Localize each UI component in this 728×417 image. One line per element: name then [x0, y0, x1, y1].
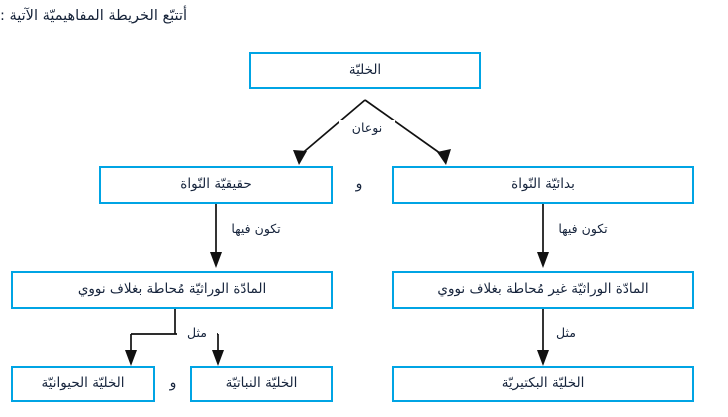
node-animal-cell[interactable]: الخليّة الحيوانيّة — [11, 366, 155, 402]
node-bacterial-cell[interactable]: الخليّة البكتيريّة — [392, 366, 694, 402]
node-genetic-material-not-enclosed-label: المادّة الوراثيّة غير مُحاطة بغلاف نووي — [437, 281, 649, 298]
edge-label-such-as-left: مثل — [177, 325, 217, 340]
edge-label-contains-left: تكون فيها — [222, 221, 290, 236]
node-cell-label: الخليّة — [348, 61, 382, 78]
node-prokaryote-label: بدائيّة النّواة — [511, 176, 575, 193]
edge-label-two-types: نوعان — [339, 120, 395, 135]
node-animal-cell-label: الخليّة الحيوانيّة — [41, 375, 125, 392]
node-plant-cell[interactable]: الخليّة النباتيّة — [190, 366, 333, 402]
edge-prokaryote-to-not-enclosed — [537, 204, 549, 268]
page-instruction-text: أتتبّع الخريطة المفاهيميّة الآتية : — [0, 8, 187, 24]
joiner-level2-and: و — [355, 176, 363, 192]
node-genetic-material-enclosed[interactable]: المادّة الوراثيّة مُحاطة بغلاف نووي — [11, 271, 333, 309]
node-eukaryote[interactable]: حقيقيّة النّواة — [99, 166, 333, 204]
node-genetic-material-not-enclosed[interactable]: المادّة الوراثيّة غير مُحاطة بغلاف نووي — [392, 271, 694, 309]
node-plant-cell-label: الخليّة النباتيّة — [225, 375, 298, 392]
edge-label-such-as-right: مثل — [546, 325, 586, 340]
edge-label-contains-right: تكون فيها — [549, 221, 617, 236]
node-prokaryote[interactable]: بدائيّة النّواة — [392, 166, 694, 204]
node-genetic-material-enclosed-label: المادّة الوراثيّة مُحاطة بغلاف نووي — [77, 281, 267, 298]
node-cell[interactable]: الخليّة — [249, 52, 481, 89]
node-eukaryote-label: حقيقيّة النّواة — [180, 176, 252, 193]
joiner-level4-and: و — [169, 375, 177, 391]
edge-eukaryote-to-enclosed — [210, 204, 222, 268]
node-bacterial-cell-label: الخليّة البكتيريّة — [501, 375, 585, 392]
